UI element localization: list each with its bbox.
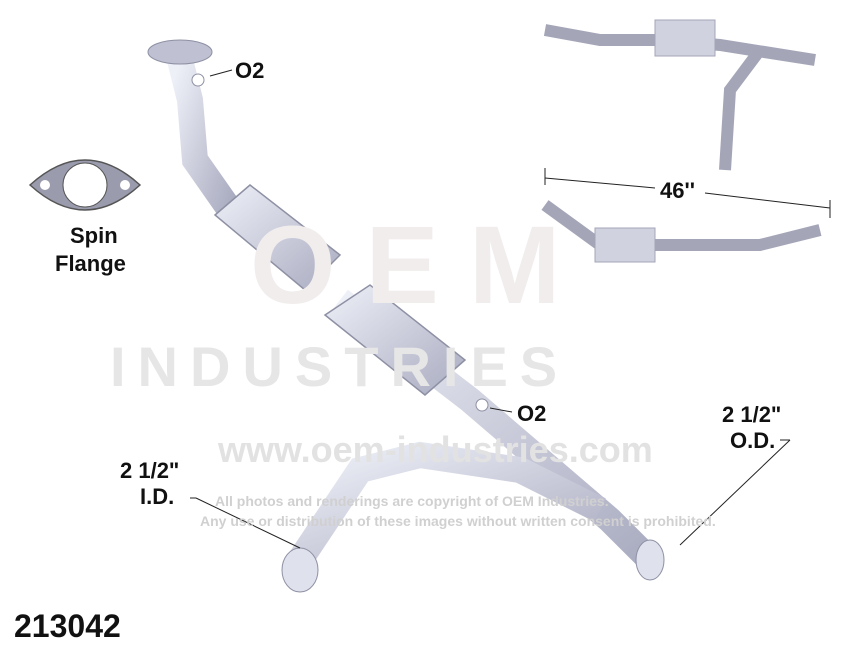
watermark-copyright-1: All photos and renderings are copyright … <box>215 493 609 509</box>
inset-side-view <box>541 200 822 263</box>
o2-sensor-label-upper: O2 <box>235 58 265 83</box>
inlet-size-label: 2 1/2" <box>120 458 180 483</box>
inlet-type-label: I.D. <box>140 484 175 509</box>
part-number: 213042 <box>14 608 121 644</box>
outlet-size-label: 2 1/2" <box>722 402 782 427</box>
outlet-type-label: O.D. <box>730 428 776 453</box>
watermark-url: www.oem-industries.com <box>218 429 653 470</box>
spin-flange-icon <box>28 159 142 211</box>
catalytic-converter-main <box>147 39 665 593</box>
o2-sensor-label-lower: O2 <box>517 401 547 426</box>
watermark-logo: OEM <box>250 204 591 327</box>
dimension-line <box>544 177 656 189</box>
watermark-copyright-2: Any use or distribution of these images … <box>200 513 716 529</box>
flange-label: Flange <box>55 251 126 276</box>
spin-label: Spin <box>70 223 118 248</box>
inset-top-view <box>543 19 816 171</box>
length-dimension: 46'' <box>660 178 695 203</box>
watermark-brand: INDUSTRIES <box>110 335 570 398</box>
